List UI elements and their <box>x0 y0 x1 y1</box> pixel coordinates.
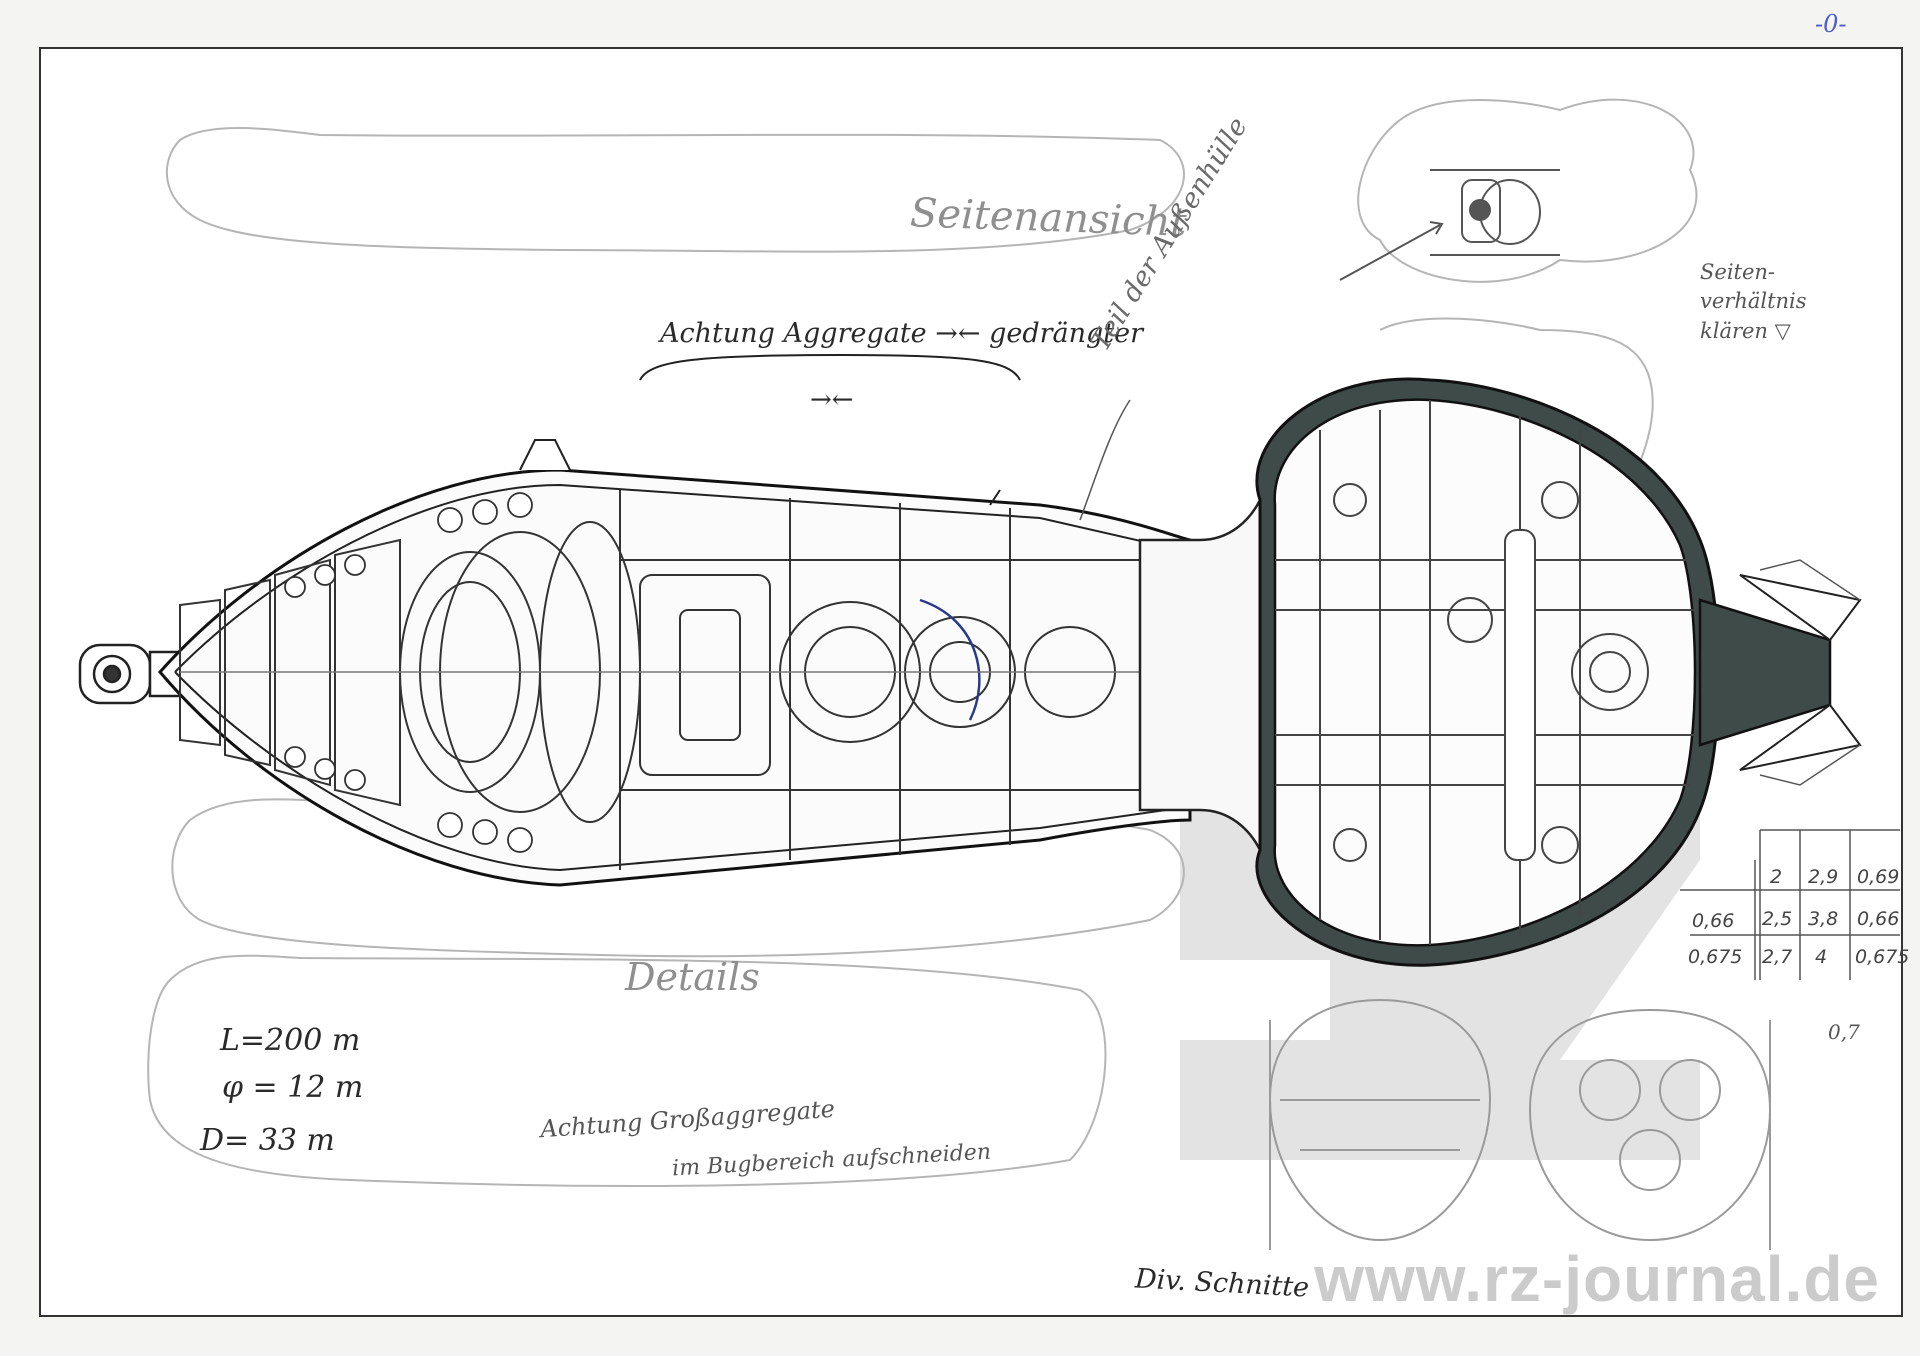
dimension-diameter: φ = 12 m <box>222 1070 364 1105</box>
table-cell: 2,9 <box>1808 866 1839 888</box>
table-cell: 4 <box>1815 946 1828 968</box>
dimension-length: L=200 m <box>220 1023 361 1058</box>
section-sketches <box>1268 998 1772 1250</box>
hull-leader-line <box>1079 399 1131 521</box>
watermark-url: www.rz-journal.de <box>1314 1243 1880 1315</box>
table-cell: 2,5 <box>1762 908 1793 930</box>
cloud-sketch <box>1339 169 1560 281</box>
dimension-D: D= 33 m <box>200 1123 335 1158</box>
page-mark: -0- <box>1815 10 1847 38</box>
sketch-clouds <box>147 98 1698 1187</box>
table-cell: 2,7 <box>1762 946 1793 968</box>
aggregate-arrows: →← <box>810 385 854 415</box>
aggregate-warning: Achtung Aggregate →← gedrängter <box>660 318 1144 349</box>
side-view-label: Seitenansicht <box>909 190 1188 246</box>
table-cell: 0,69 <box>1857 866 1900 888</box>
ratio-table-grid <box>1680 829 1900 980</box>
extra-value: 0,7 <box>1828 1020 1860 1044</box>
table-cell: 3,8 <box>1808 908 1839 930</box>
table-cell: 0,675 <box>1855 946 1910 968</box>
table-cell: 0,675 <box>1688 946 1743 968</box>
aggregate-brace <box>639 353 1021 381</box>
ship-cutaway <box>78 377 1862 967</box>
aspect-ratio-note: Seiten- verhältnis klären ▽ <box>1700 260 1807 343</box>
details-label: Details <box>625 955 760 999</box>
table-cell: 0,66 <box>1857 908 1900 930</box>
table-cell: 2 <box>1770 866 1783 888</box>
table-cell: 0,66 <box>1692 910 1735 932</box>
